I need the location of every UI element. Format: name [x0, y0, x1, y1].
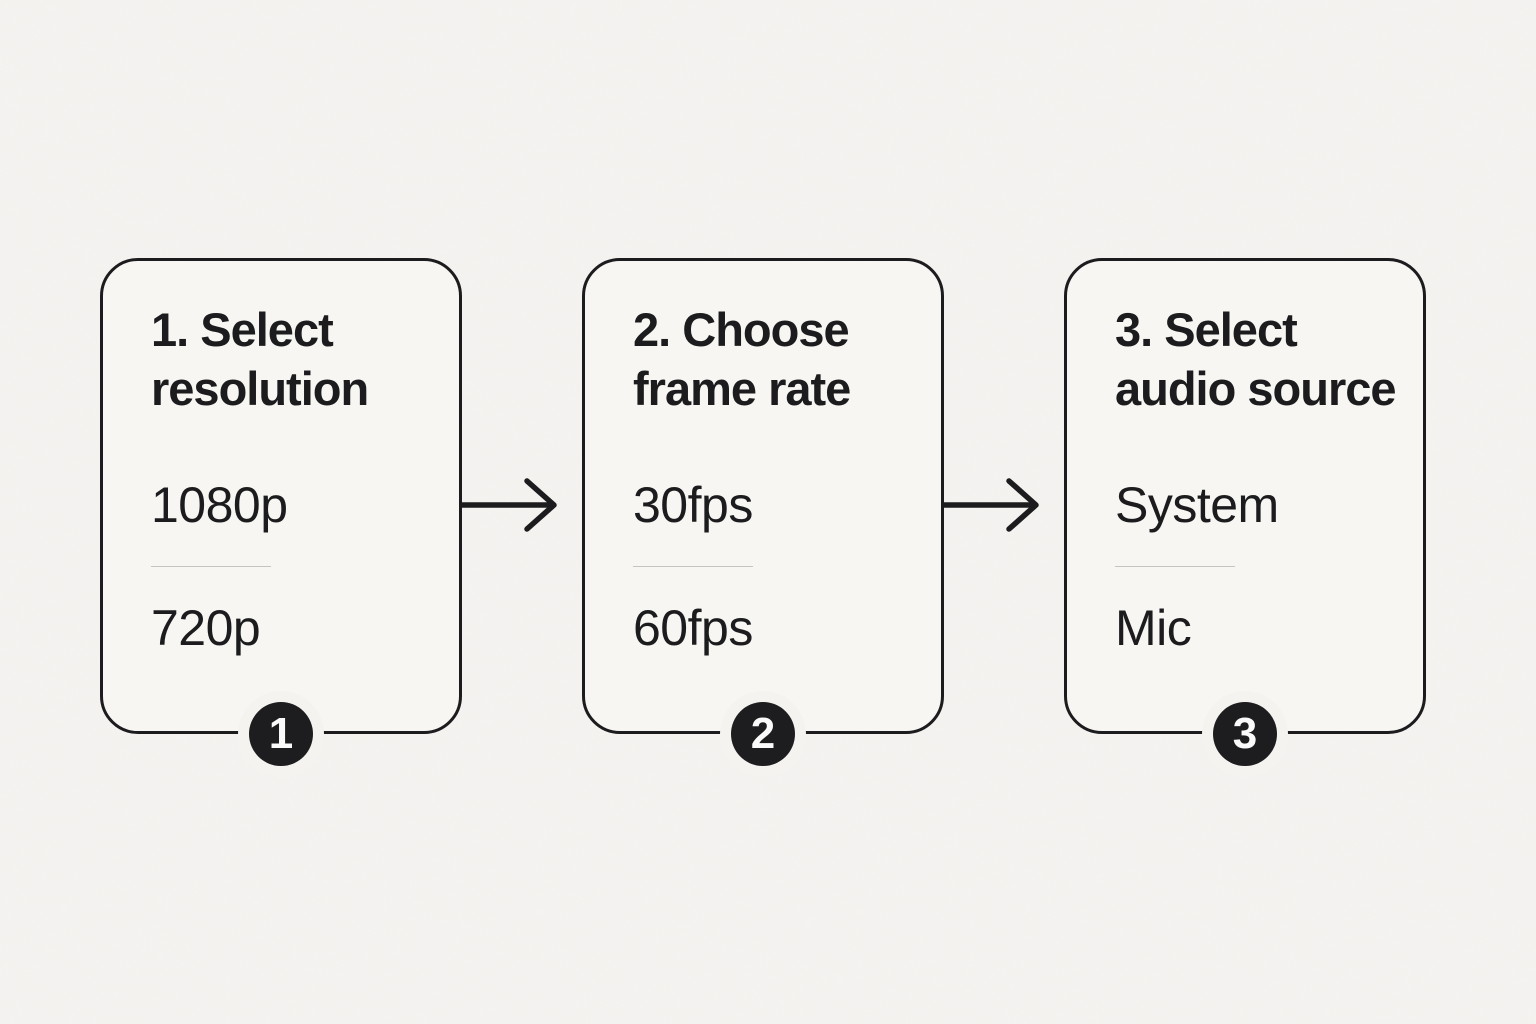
option-30fps: 30fps: [633, 476, 753, 533]
step-card-frame-rate: 2. Choose frame rate 30fps 60fps 2: [582, 258, 944, 766]
option-60fps: 60fps: [633, 600, 753, 656]
connector-gap: [944, 258, 1064, 537]
arrow-right-icon: [944, 478, 1039, 532]
option-mic: Mic: [1115, 600, 1192, 656]
flow-diagram: 1. Select resolution 1080p 720p 1 2. Cho…: [100, 258, 1426, 766]
step-title: 1. Select resolution: [151, 303, 369, 415]
option-720p: 720p: [151, 600, 261, 656]
step-title: 3. Select audio source: [1115, 303, 1397, 415]
step-card-resolution: 1. Select resolution 1080p 720p 1: [100, 258, 462, 766]
step-number-badge: 1: [249, 702, 313, 766]
connector-gap: [462, 258, 582, 537]
option-divider: [1115, 566, 1235, 567]
arrow-right-icon: [462, 478, 557, 532]
step-title: 2. Choose frame rate: [633, 303, 851, 415]
option-system: System: [1115, 476, 1279, 533]
option-divider: [151, 566, 271, 567]
option-1080p: 1080p: [151, 476, 288, 533]
step-card-audio-source: 3. Select audio source System Mic 3: [1064, 258, 1426, 766]
step-number-badge: 2: [731, 702, 795, 766]
step-number-badge: 3: [1213, 702, 1277, 766]
option-divider: [633, 566, 753, 567]
